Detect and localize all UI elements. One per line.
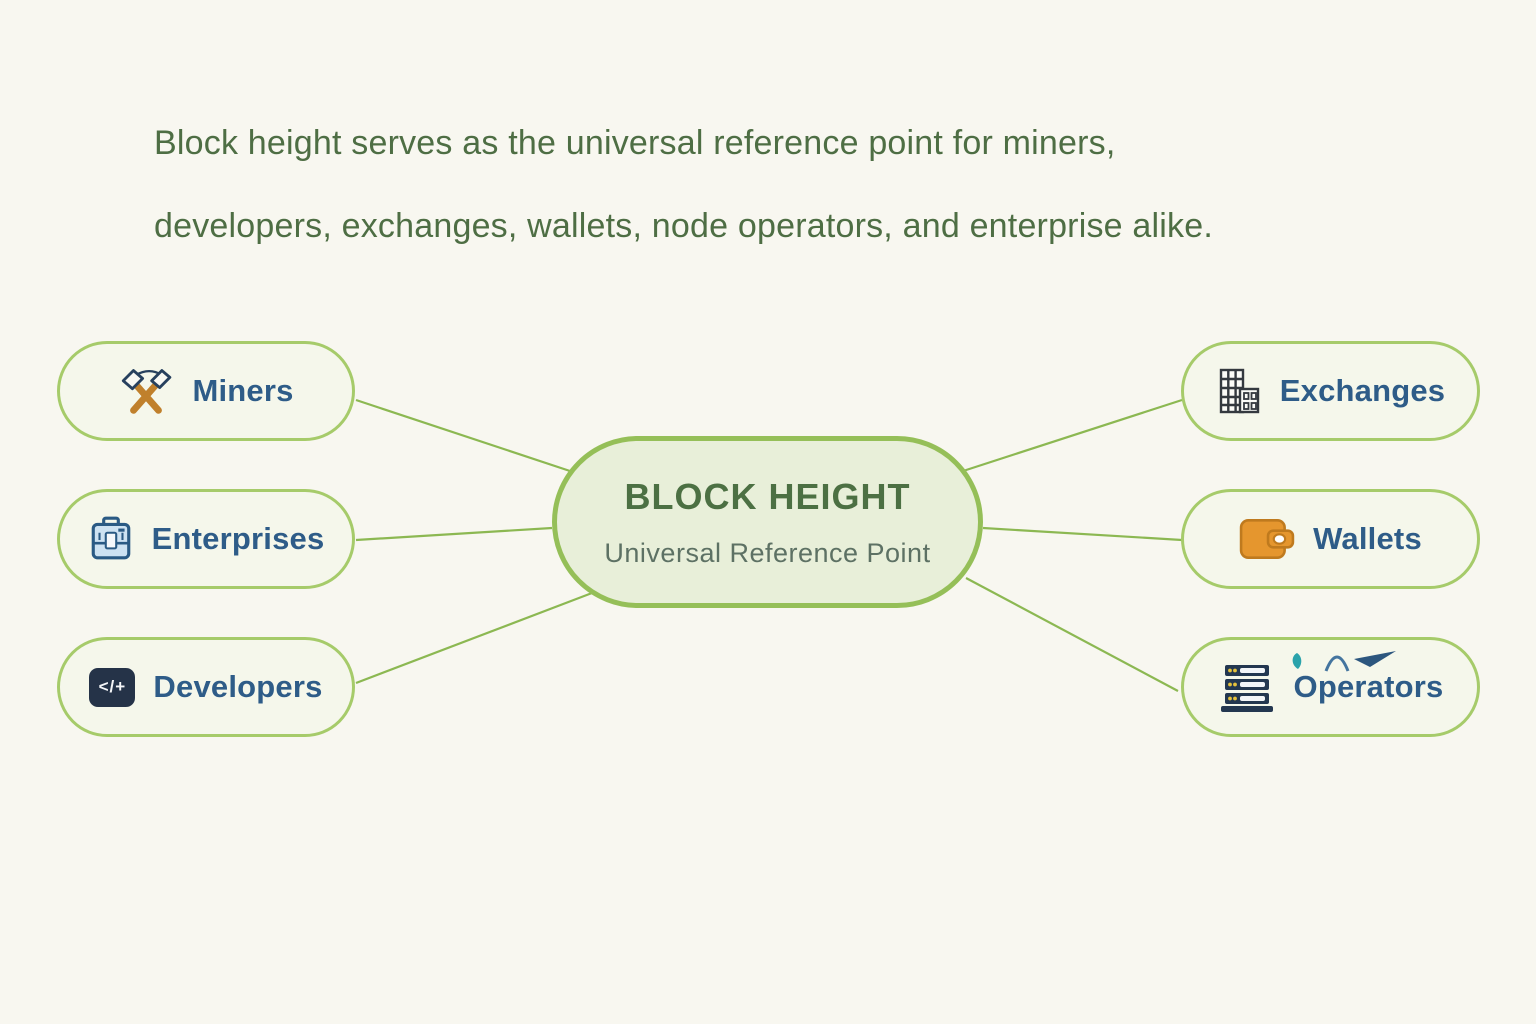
connector-operators xyxy=(965,577,1179,692)
code-badge-icon: </+ xyxy=(89,667,136,707)
node-label: Miners xyxy=(192,373,294,408)
pickaxe-hammer-icon xyxy=(118,366,174,416)
connector-enterprises xyxy=(355,526,553,542)
central-node-block-height[interactable]: BLOCK HEIGHT Universal Reference Point xyxy=(552,436,983,608)
connector-wallets xyxy=(982,526,1183,542)
node-label: Operators xyxy=(1293,669,1444,704)
buildings-icon xyxy=(1216,367,1262,415)
title-line-2: developers, exchanges, wallets, node ope… xyxy=(154,207,1213,245)
node-miners[interactable]: Miners xyxy=(57,341,355,441)
node-label: Enterprises xyxy=(151,521,325,556)
wallet-icon xyxy=(1239,517,1295,561)
node-wallets[interactable]: Wallets xyxy=(1181,489,1480,589)
node-enterprises[interactable]: Enterprises xyxy=(57,489,355,589)
title-line-1: Block height serves as the universal ref… xyxy=(154,124,1116,162)
node-exchanges[interactable]: Exchanges xyxy=(1181,341,1480,441)
briefcase-icon xyxy=(88,515,134,563)
central-node-title: BLOCK HEIGHT xyxy=(624,475,911,517)
node-label: Developers xyxy=(153,669,323,704)
central-node-subtitle: Universal Reference Point xyxy=(604,537,931,568)
node-label: Exchanges xyxy=(1279,373,1446,408)
connector-miners xyxy=(355,398,577,475)
connector-developers xyxy=(355,591,593,685)
code-glyph: </+ xyxy=(89,667,136,707)
connector-exchanges xyxy=(959,398,1183,474)
node-developers[interactable]: </+ Developers xyxy=(57,637,355,737)
node-label: Wallets xyxy=(1313,521,1422,556)
page-title: Block height serves as the universal ref… xyxy=(154,102,1213,268)
node-operators[interactable]: Operators xyxy=(1181,637,1480,737)
server-rack-icon xyxy=(1218,662,1276,712)
